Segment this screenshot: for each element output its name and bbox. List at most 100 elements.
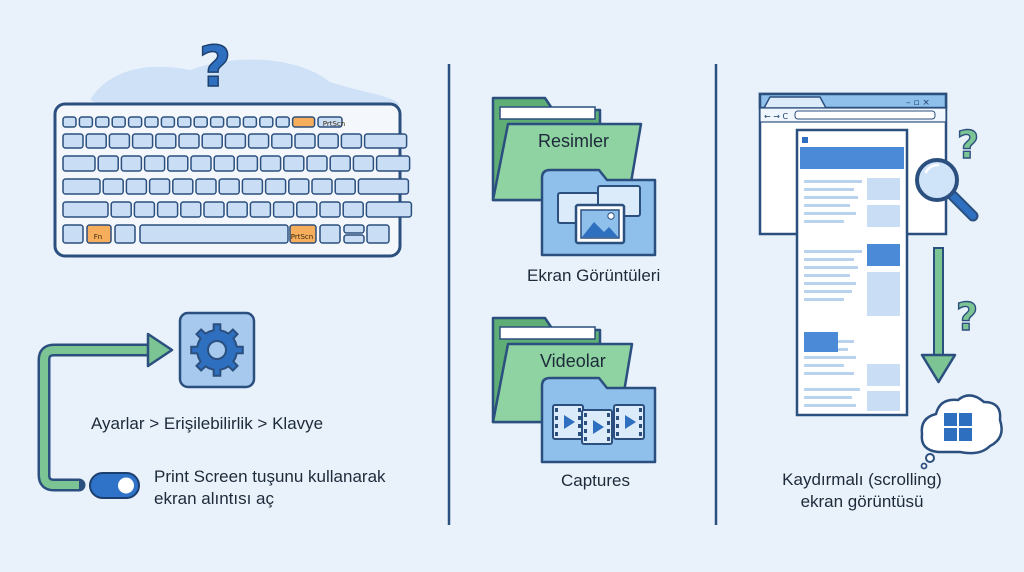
- key: [311, 178, 333, 195]
- page-text-line: [804, 250, 862, 253]
- page-image-block: [867, 178, 900, 200]
- key: [366, 224, 390, 244]
- key: [226, 201, 248, 218]
- keyboard-question-icon: ?: [199, 35, 231, 100]
- page-text-line: [804, 298, 844, 301]
- key: [156, 201, 179, 218]
- key: [259, 155, 282, 172]
- key: [148, 178, 171, 195]
- film-hole: [584, 421, 587, 425]
- key: [144, 116, 159, 128]
- key: [357, 178, 410, 195]
- page-image-block: [867, 244, 900, 266]
- key: [342, 201, 364, 218]
- key: [247, 133, 270, 149]
- prtscn-key-top: [291, 116, 316, 128]
- toggle-label-line1: Print Screen tuşunu kullanarak: [154, 467, 386, 486]
- key: [85, 133, 107, 149]
- key: [180, 201, 202, 218]
- page-text-line: [804, 372, 854, 375]
- toggle-label-line2: ekran alıntısı aç: [154, 489, 275, 508]
- key: [62, 224, 84, 244]
- folder-label-videolar: Videolar: [540, 351, 606, 371]
- key: [62, 155, 96, 172]
- film-hole: [616, 408, 619, 412]
- film-hole: [555, 424, 558, 428]
- page-text-line: [804, 220, 844, 223]
- key: [155, 133, 177, 149]
- key: [224, 133, 247, 149]
- key: [108, 133, 131, 149]
- key: [340, 133, 363, 149]
- play-icon: [593, 420, 604, 434]
- key: [78, 116, 94, 128]
- key: [264, 178, 287, 195]
- scroll-question-icon-top: ?: [957, 123, 979, 167]
- key: [160, 116, 176, 128]
- window-controls-icon: – ▫ ×: [906, 98, 930, 108]
- page-image-block: [867, 364, 900, 386]
- page-logo: [802, 137, 808, 143]
- key: [296, 201, 318, 218]
- key: [167, 155, 189, 172]
- key: [177, 116, 192, 128]
- key: [294, 133, 316, 149]
- space-key: [139, 224, 289, 244]
- page-text-line: [804, 188, 854, 191]
- key: [127, 116, 143, 128]
- image-icon: [557, 185, 641, 245]
- page-text-line: [804, 196, 858, 199]
- key: [62, 116, 77, 128]
- film-hole: [616, 416, 619, 420]
- key: [178, 133, 200, 149]
- film-hole: [555, 416, 558, 420]
- key: [334, 178, 356, 195]
- film-frame: [581, 409, 613, 445]
- key: [209, 116, 225, 128]
- film-hole: [616, 432, 619, 436]
- film-hole: [578, 416, 581, 420]
- fn-key-label: Fn: [94, 233, 102, 241]
- film-hole: [584, 429, 587, 433]
- key: [241, 178, 264, 195]
- prtscn-key-bottom: [289, 224, 317, 244]
- page-image-block: [867, 205, 900, 227]
- folder-label-resimler: Resimler: [538, 131, 610, 151]
- key: [125, 178, 148, 195]
- scrolling-caption-line2: ekran görüntüsü: [800, 492, 924, 511]
- film-hole: [607, 413, 610, 417]
- key: [190, 155, 212, 172]
- page-image-block: [867, 391, 900, 411]
- film-hole: [578, 424, 581, 428]
- keyboard-glow: [90, 59, 400, 105]
- page-text-line: [804, 204, 850, 207]
- page-text-line: [804, 282, 856, 285]
- key: [317, 116, 343, 128]
- key: [110, 201, 132, 218]
- key: [317, 133, 339, 149]
- film-hole: [584, 413, 587, 417]
- key: [97, 155, 119, 172]
- film-hole: [584, 437, 587, 441]
- key: [203, 201, 225, 218]
- page-text-line: [804, 274, 850, 277]
- prtscn-key-bottom-label: PrtScn: [291, 233, 313, 241]
- key: [319, 224, 341, 244]
- page-text-line: [804, 266, 858, 269]
- nav-buttons-icon: ← → C: [764, 112, 788, 121]
- key: [352, 155, 375, 172]
- toggle-knob: [118, 477, 134, 494]
- key: [114, 224, 136, 244]
- key: [95, 116, 110, 128]
- key: [236, 155, 259, 172]
- key: [226, 116, 241, 128]
- film-frame: [552, 404, 584, 440]
- page-text-line: [804, 396, 852, 399]
- film-frame: [613, 404, 645, 440]
- windows-cloud: [920, 394, 1003, 470]
- page-image-block: [867, 272, 900, 316]
- page-text-line: [804, 364, 844, 367]
- scroll-question-icon-bottom: ?: [956, 295, 978, 339]
- key: [249, 201, 272, 218]
